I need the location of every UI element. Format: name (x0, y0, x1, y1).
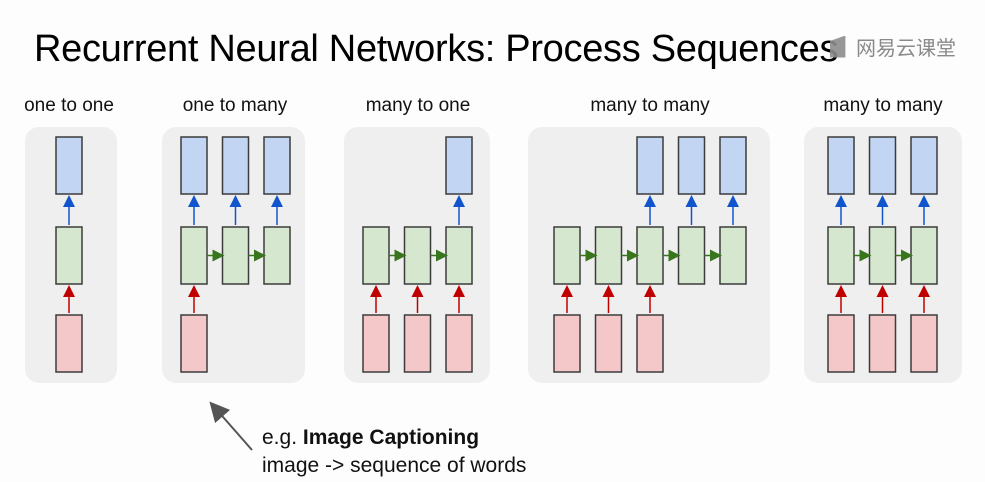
output-box (827, 136, 855, 195)
panel-label-one-to-one: one to one (24, 95, 114, 116)
hidden-state-box (180, 226, 208, 285)
netease-logo-icon (830, 35, 846, 58)
slide-title: Recurrent Neural Networks: Process Seque… (34, 28, 839, 70)
input-box (403, 314, 432, 373)
input-box (594, 314, 623, 373)
output-box (445, 136, 473, 195)
panel-label-one-to-many: one to many (182, 95, 288, 116)
annotation-line-2: image -> sequence of words (262, 454, 527, 477)
input-box (55, 314, 83, 373)
hidden-state-box (910, 226, 938, 285)
hidden-state-box (55, 226, 83, 285)
output-box (180, 136, 208, 195)
hidden-state-box (553, 226, 581, 285)
annotation-emphasis: Image Captioning (302, 426, 480, 449)
annotation: e.g. Image Captioning image -> sequence … (262, 424, 526, 480)
output-box (636, 136, 664, 195)
panel-label-many-to-one: many to one (365, 95, 471, 116)
hidden-state-box (594, 226, 623, 285)
output-box (719, 136, 747, 195)
hidden-state-box (868, 226, 897, 285)
annotation-line-1: e.g. Image Captioning (262, 424, 526, 452)
hidden-state-box (362, 226, 390, 285)
hidden-state-box (403, 226, 432, 285)
input-box (827, 314, 855, 373)
hidden-state-box (677, 226, 706, 285)
annotation-pointer-arrow (209, 401, 253, 451)
input-box (868, 314, 897, 373)
hidden-state-box (827, 226, 855, 285)
hidden-state-box (636, 226, 664, 285)
input-box (362, 314, 390, 373)
input-box (445, 314, 473, 373)
input-box (180, 314, 208, 373)
hidden-state-box (263, 226, 291, 285)
output-box (868, 136, 897, 195)
panel-label-many-to-many-synced: many to many (823, 95, 943, 116)
output-box (263, 136, 291, 195)
output-box (677, 136, 706, 195)
panel-label-many-to-many-delayed: many to many (590, 95, 710, 116)
input-box (910, 314, 938, 373)
hidden-state-box (719, 226, 747, 285)
watermark-text: 网易云课堂 (856, 36, 956, 60)
input-box (553, 314, 581, 373)
annotation-prefix: e.g. (262, 426, 303, 449)
output-box (55, 136, 83, 195)
watermark: 网易云课堂 (830, 32, 956, 61)
output-box (221, 136, 250, 195)
input-box (636, 314, 664, 373)
hidden-state-box (445, 226, 473, 285)
hidden-state-box (221, 226, 250, 285)
output-box (910, 136, 938, 195)
